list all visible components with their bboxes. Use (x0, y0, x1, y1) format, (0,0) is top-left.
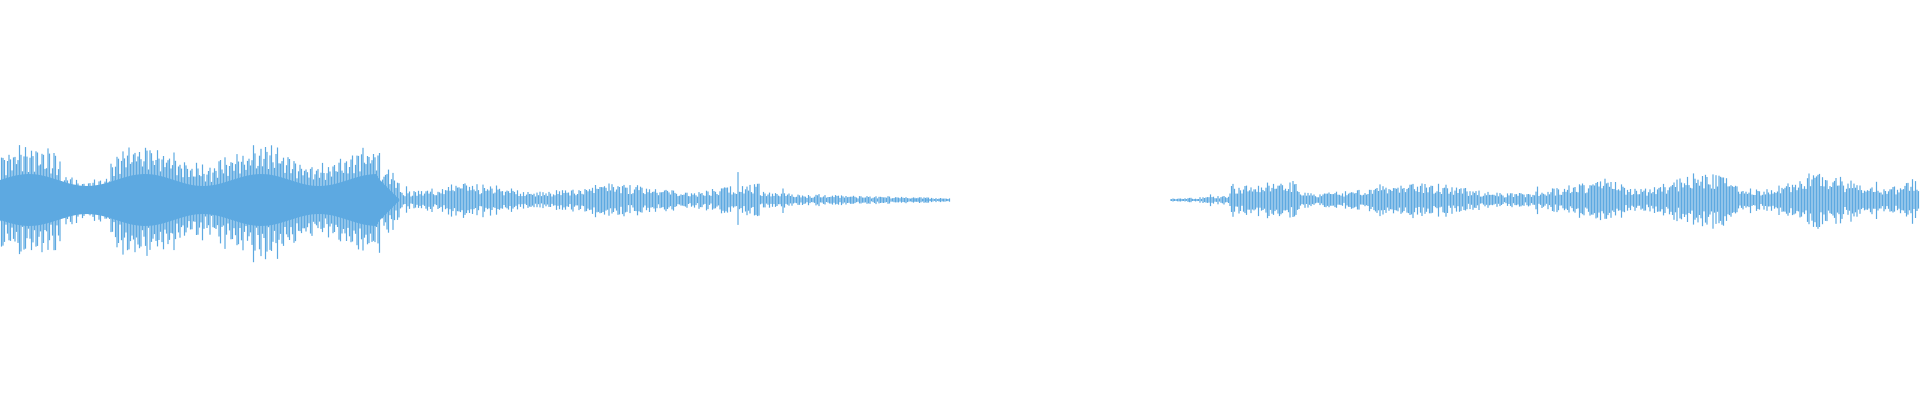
waveform-core-band (0, 174, 400, 226)
waveform-bars (0, 145, 1920, 263)
